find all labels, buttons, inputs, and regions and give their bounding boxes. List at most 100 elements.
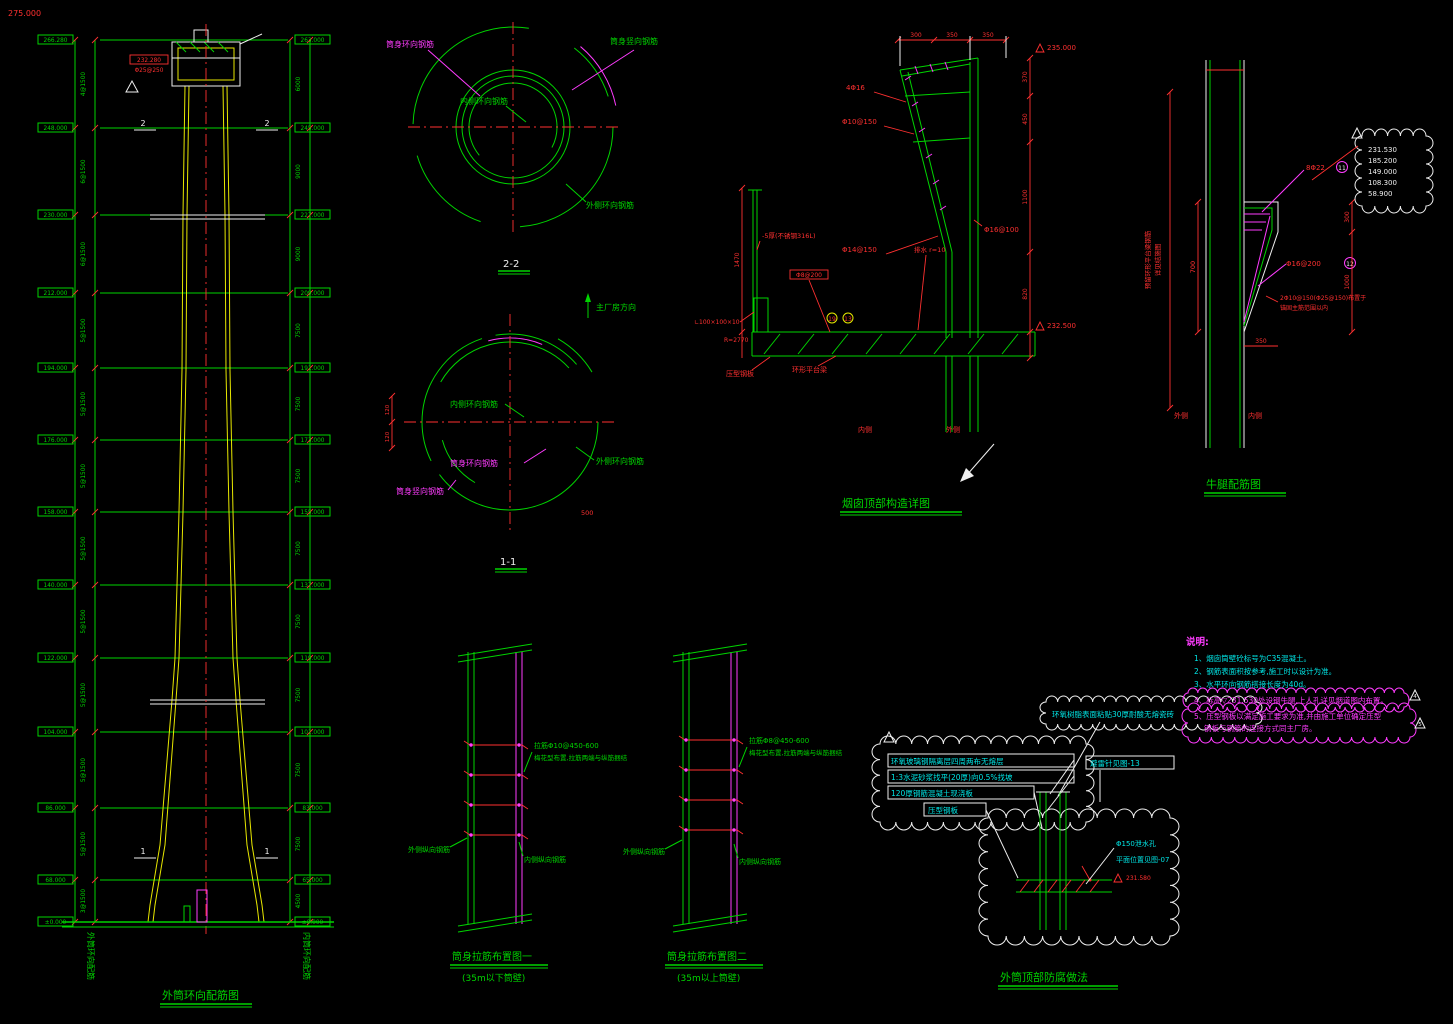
- dim-text: 350: [982, 32, 994, 39]
- dim-text: 6@1500: [81, 242, 87, 267]
- dim-tick: [306, 804, 314, 812]
- dim-tick: [286, 436, 294, 444]
- outer-side-label: 外侧: [1174, 411, 1188, 420]
- elevation-top-mark: 275.000: [8, 9, 41, 18]
- dim-text: 350: [946, 32, 958, 39]
- dim-text: 120: [385, 404, 391, 415]
- dim-text: 4@1500: [81, 72, 87, 97]
- section-caption: 1-1: [500, 557, 516, 568]
- tie-note-label: 梅花型布置,拉筋两端与纵筋捆结: [534, 753, 628, 762]
- revision-cloud: [1354, 128, 1434, 214]
- revision-cloud: [978, 808, 1180, 946]
- level-label: 122.000: [44, 656, 68, 662]
- dim-tick: [286, 654, 294, 662]
- level-box: [37, 34, 74, 45]
- note-4: 4、标高▽231.530处设钢牛腿,上人孔详见烟道图内布置。: [1194, 695, 1388, 705]
- dim-tick: [306, 36, 314, 44]
- vertical-rebar-label: 筒身竖向钢筋: [610, 36, 658, 46]
- tie-bar: [463, 740, 529, 750]
- note-2: 2、钢筋表面积按参考,施工时以设计为准。: [1194, 666, 1336, 676]
- tie-bar: [463, 830, 529, 840]
- inner-side-label: 内侧: [858, 425, 872, 434]
- dim-500: 500: [581, 509, 593, 517]
- dim-tick: [91, 289, 99, 297]
- level-label: 176.000: [44, 438, 68, 444]
- dim-text: 7500: [296, 541, 302, 556]
- coating-layer-1: 环氧玻璃钢隔离层四周两布无熔层: [891, 756, 1004, 766]
- callout-number: 19: [828, 316, 836, 323]
- revision-triangle-icon: [125, 79, 139, 93]
- inner-hoop-label: 内侧环向钢筋: [460, 96, 508, 106]
- dim-tick: [306, 508, 314, 516]
- dim-text: 820: [1022, 288, 1029, 300]
- level-label: 140.000: [44, 583, 68, 589]
- dim-text: 4500: [296, 893, 302, 908]
- ties1-subcaption: (35m以下筒壁): [462, 972, 525, 984]
- dim-tick: [91, 436, 99, 444]
- dim-tick: [91, 654, 99, 662]
- dim-tick: [91, 728, 99, 736]
- dim-tick: [91, 124, 99, 132]
- steel-plate-label: -5厚(不锈钢316L): [762, 231, 816, 240]
- inner-bar-label: 内侧纵向钢筋: [524, 855, 566, 864]
- dim-text: 5@1500: [81, 536, 87, 561]
- revision-cloud: [1182, 687, 1410, 713]
- dim-tick: [306, 654, 314, 662]
- level-label: 263.000: [301, 38, 325, 44]
- dim-text: 7500: [296, 687, 302, 702]
- level-label: 119.000: [301, 656, 325, 662]
- deck-label: 压型钢板: [928, 805, 958, 815]
- angle-label: ∟100×100×10: [694, 319, 740, 326]
- dim-text: 300: [1344, 211, 1351, 223]
- level-label: ±0.000: [302, 920, 324, 926]
- elevation-caption: 外筒环向配筋图: [162, 988, 239, 1002]
- view-arrow-icon: [960, 468, 974, 482]
- shaft-inner-right: [222, 85, 260, 923]
- dim-text: 300: [910, 32, 922, 39]
- dim-text: 5@1500: [81, 464, 87, 489]
- level-label: 158.000: [44, 510, 68, 516]
- deck-label: 压型钢板: [726, 369, 754, 378]
- inner-side-label: 内侧: [1248, 411, 1262, 420]
- coating-layer-3: 120厚钢筋混凝土现浇板: [891, 788, 973, 798]
- tie-spec-label: 拉筋Φ10@450-600: [534, 741, 599, 750]
- dim-tick: [91, 876, 99, 884]
- tie-note-label: 梅花型布置,拉筋两端与纵筋捆结: [749, 748, 843, 757]
- level-box: [294, 287, 331, 298]
- outer-hoop-label: 外侧环向钢筋: [596, 456, 644, 466]
- ties2-subcaption: (35m以上筒壁): [677, 972, 740, 984]
- section-mark-2: 2: [140, 119, 145, 128]
- coating-note-top: 环氧树脂表面粘贴30厚耐酸无熔瓷砖: [1052, 709, 1175, 719]
- dim-text: 7500: [296, 762, 302, 777]
- dim-text: 3@1500: [81, 889, 87, 914]
- level-label: 248.000: [44, 126, 68, 132]
- level-mark-icon: [1035, 42, 1045, 53]
- cap-level-box: [129, 54, 169, 65]
- callout-number: 11: [1338, 165, 1346, 172]
- tie-bar: [463, 770, 529, 780]
- dim-tick: [286, 876, 294, 884]
- level-label: 191.000: [301, 366, 325, 372]
- dim-text: 9000: [296, 164, 302, 179]
- level-label: 230.000: [44, 213, 68, 219]
- dim-tick: [91, 36, 99, 44]
- dim-tick: [286, 804, 294, 812]
- top-detail-caption: 烟囱顶部构造详图: [842, 496, 930, 510]
- note-5-line2: 钢板与钢筋的连接方式同主厂房。: [1204, 723, 1317, 733]
- dim-tick: [306, 436, 314, 444]
- section-2-2: 筒身环向钢筋 筒身竖向钢筋 内侧环向钢筋 外侧环向钢筋 2-2: [386, 21, 658, 275]
- dim-text: 5@1500: [81, 392, 87, 417]
- vertical-rebar-label: 筒身竖向钢筋: [396, 486, 444, 496]
- coating-layer-2: 1:3水泥砂浆找平(20厚)向0.5%找坡: [891, 772, 1013, 782]
- dim-text: 370: [1022, 71, 1029, 83]
- dim-text: 5@1500: [81, 758, 87, 783]
- hoop-rebar-label: 筒身环向钢筋: [450, 458, 498, 468]
- plant-direction-label: 主厂房方向: [596, 302, 636, 312]
- shaft-outer-left: [147, 85, 186, 923]
- level-label: 227.000: [301, 213, 325, 219]
- shaft-inner-left: [152, 85, 190, 923]
- level-label: 104.000: [44, 730, 68, 736]
- inner-hoop-label: 内侧环向钢筋: [450, 399, 498, 409]
- cap-level-label: 232.280: [137, 58, 161, 64]
